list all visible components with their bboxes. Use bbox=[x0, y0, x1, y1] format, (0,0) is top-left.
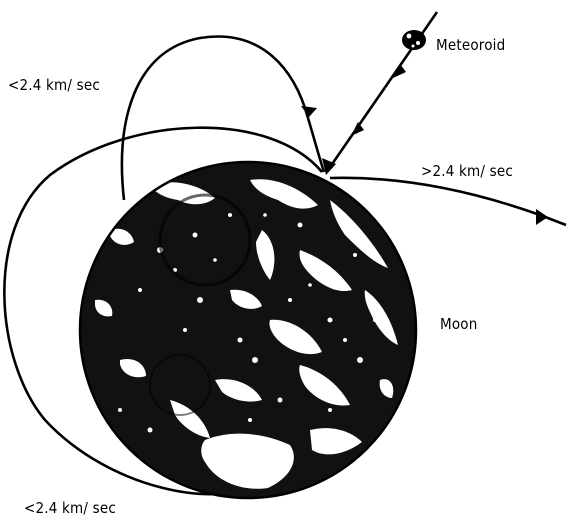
upper-loop-arrow bbox=[301, 106, 317, 117]
escape-speed-label: >2.4 km/ sec bbox=[421, 162, 513, 180]
orbit-bottom-speed-label: <2.4 km/ sec bbox=[24, 499, 116, 517]
moon-label: Moon bbox=[440, 315, 478, 333]
meteoroid-icon bbox=[402, 30, 426, 50]
orbit-top-left-speed-label: <2.4 km/ sec bbox=[8, 76, 100, 94]
escape-trajectory-arrow bbox=[536, 209, 548, 225]
meteoroid-label: Meteoroid bbox=[436, 36, 505, 54]
meteoroid-arrow-lower bbox=[351, 122, 364, 136]
moon-body bbox=[80, 162, 416, 498]
